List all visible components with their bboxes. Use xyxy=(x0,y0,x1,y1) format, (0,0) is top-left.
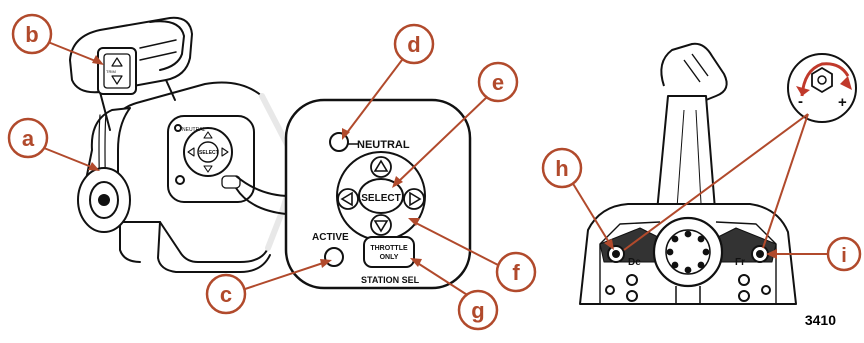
hex-screw-icon xyxy=(811,66,833,94)
callout-b-label: b xyxy=(25,22,38,47)
select-label: SELECT xyxy=(361,193,400,204)
callout-d: d xyxy=(393,23,435,65)
callout-h: h xyxy=(541,147,583,189)
remote-control-illustration xyxy=(69,16,295,273)
friction-label: Fr xyxy=(735,257,745,268)
minus-sign: - xyxy=(798,93,803,110)
station-select-label: STATION SEL xyxy=(361,275,420,285)
detent-label: De xyxy=(628,257,641,268)
small-neutral-text: NEUTRAL xyxy=(182,127,206,133)
keypad-enlarged xyxy=(284,98,472,290)
adjustment-inset xyxy=(787,53,857,123)
callout-f-label: f xyxy=(512,260,520,285)
leader-inset-detent xyxy=(623,113,809,251)
down-button xyxy=(370,214,392,236)
callout-i-label: i xyxy=(841,245,847,267)
throttle-only-button xyxy=(363,236,415,268)
callout-d-label: d xyxy=(407,32,420,57)
down-arrow-icon xyxy=(373,220,389,233)
figure-number: 3410 xyxy=(804,312,836,328)
callout-b: b xyxy=(11,13,53,55)
callout-e-label: e xyxy=(492,70,504,95)
callout-g: g xyxy=(457,289,499,331)
up-arrow-icon xyxy=(373,159,389,172)
callout-i: i xyxy=(826,236,862,272)
callout-f: f xyxy=(495,251,537,293)
lever-side-view xyxy=(579,42,797,305)
left-button xyxy=(337,188,359,210)
left-arrow-icon xyxy=(340,191,353,207)
trim-text: TRIM xyxy=(106,69,116,74)
right-arrow-icon xyxy=(409,191,422,207)
active-label: ACTIVE xyxy=(312,232,349,243)
callout-c: c xyxy=(205,273,247,315)
up-button xyxy=(370,156,392,178)
select-button xyxy=(358,178,404,214)
plus-sign: + xyxy=(838,94,847,111)
callout-e: e xyxy=(477,61,519,103)
neutral-label: NEUTRAL xyxy=(357,139,410,151)
callout-a: a xyxy=(7,117,49,159)
zoom-pointer xyxy=(235,187,287,215)
callout-h-label: h xyxy=(555,156,568,181)
callout-a-label: a xyxy=(22,126,35,151)
rotation-arrow-icon xyxy=(800,62,850,97)
leader-inset-friction xyxy=(762,113,809,249)
callout-g-label: g xyxy=(471,298,484,323)
callout-leaders xyxy=(43,41,830,299)
right-button xyxy=(403,188,425,210)
small-select-text: SELECT xyxy=(199,150,219,156)
callout-c-label: c xyxy=(220,282,232,307)
